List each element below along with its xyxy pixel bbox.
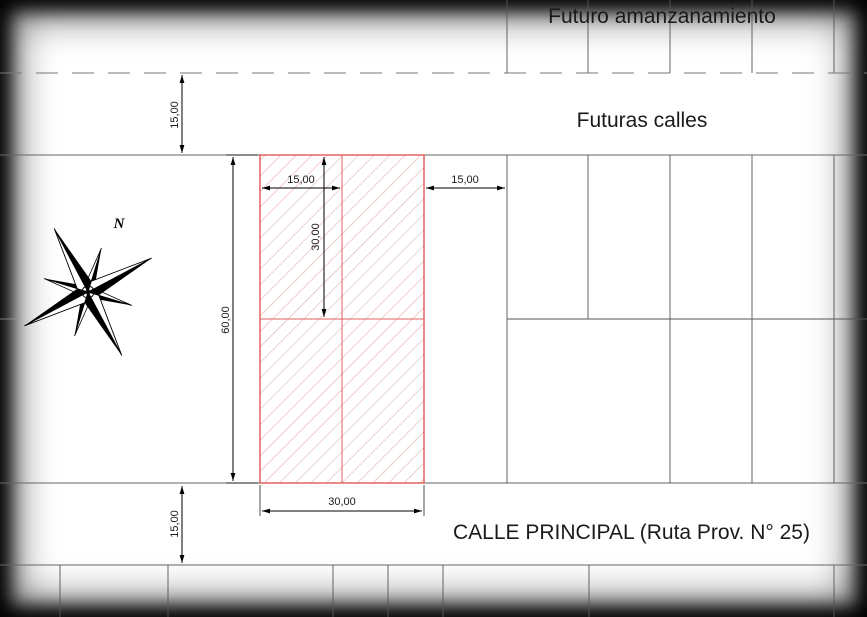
bottom-blocks xyxy=(59,565,835,617)
future-blocks-label: Futuro amanzanamiento xyxy=(548,5,776,28)
dim-sub-depth-label: 30,00 xyxy=(310,223,322,251)
dim-lot-depth-label: 60,00 xyxy=(220,306,232,334)
future-streets-label: Futuras calles xyxy=(577,109,708,132)
dim-top-street-label: 15,00 xyxy=(169,101,181,129)
dim-lot-width-label: 30,00 xyxy=(328,496,356,508)
dim-bottom-street: 15,00 xyxy=(169,486,185,563)
dim-sub-width: 15,00 xyxy=(262,174,340,191)
dim-sub-width-label: 15,00 xyxy=(287,174,315,186)
right-blocks xyxy=(506,155,867,483)
dim-sub-depth: 30,00 xyxy=(310,157,327,317)
main-street-label: CALLE PRINCIPAL (Ruta Prov. N° 25) xyxy=(453,521,810,544)
lot-parcel xyxy=(259,154,425,484)
dim-lot-depth: 60,00 xyxy=(220,154,258,484)
top-blocks xyxy=(506,0,835,73)
dim-bottom-street-label: 15,00 xyxy=(169,510,181,538)
dim-side-street-label: 15,00 xyxy=(451,174,479,186)
dim-lot-width: 30,00 xyxy=(259,485,425,516)
dim-side-street: 15,00 xyxy=(426,174,505,191)
north-label: N xyxy=(113,216,126,232)
north-arrow-compass-icon xyxy=(24,228,152,356)
dim-top-street: 15,00 xyxy=(169,75,185,153)
